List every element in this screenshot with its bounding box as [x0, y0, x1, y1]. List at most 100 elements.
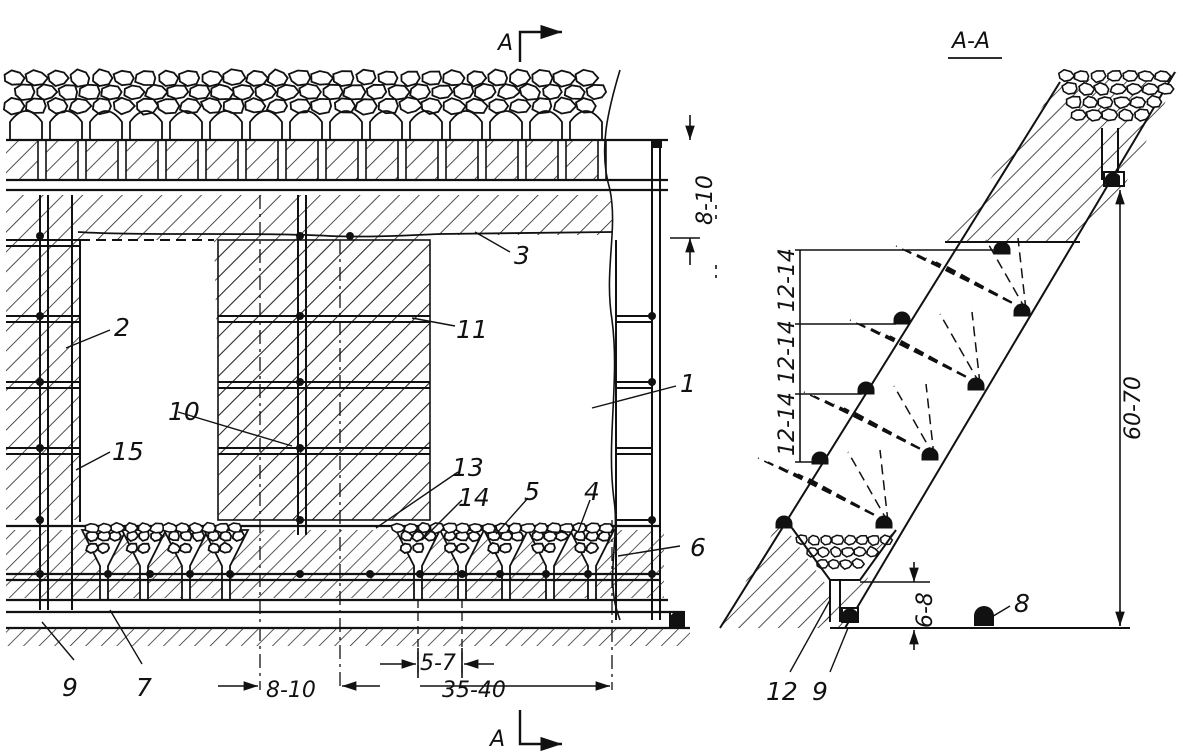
rock-fragment: [400, 70, 421, 88]
upper-raise: [317, 139, 327, 181]
rock-fragment: [531, 97, 553, 115]
section-ore-fragment: [879, 534, 894, 546]
upper-raise: [77, 139, 87, 181]
sublevel-drift-marker: [967, 377, 985, 391]
drift-arch: [9, 110, 43, 140]
blast-hole-line: [847, 451, 889, 523]
rock-fragment: [47, 69, 70, 87]
dimension-bottom: [218, 648, 610, 691]
upper-raise: [357, 139, 367, 181]
funnel-ore-fragment: [179, 542, 193, 554]
main-view: A A 8-10 8-10 35-40 5-7: [2, 24, 718, 752]
rock-fragment: [508, 98, 532, 114]
drift-arch: [529, 110, 563, 140]
label-11: 11: [456, 315, 488, 344]
blast-hole-marker: [542, 570, 550, 578]
funnel-ore-fragment: [85, 542, 100, 554]
broken-ore-pile: [84, 521, 615, 535]
rock-fragment: [310, 97, 333, 115]
rock-fragment: [354, 98, 378, 116]
section-rock-fragment: [1070, 109, 1088, 122]
section-label-8: 8: [1014, 589, 1030, 618]
drift-profile-right-top: [652, 140, 662, 148]
rock-fragment: [158, 69, 180, 87]
drift-arch: [329, 110, 363, 140]
blast-hole-marker: [296, 516, 304, 524]
footwall-hatch: [6, 628, 690, 646]
funnel-ore-fragment: [399, 542, 413, 554]
label-2: 2: [114, 313, 130, 342]
sublevel-drifts-center: [218, 195, 430, 535]
blast-hole-marker: [648, 312, 656, 320]
drift-arch: [49, 110, 83, 140]
broken-ore-fragment: [110, 521, 126, 534]
rock-fragment: [387, 84, 411, 101]
label-5: 5: [524, 477, 540, 506]
section-rock-top: [1057, 68, 1175, 122]
sublevel-drift-marker: [893, 311, 911, 325]
blast-hole-marker: [36, 312, 44, 320]
section-drift-8: [974, 606, 994, 626]
section-mark-bottom: A: [488, 710, 562, 752]
rock-fragment: [36, 83, 59, 102]
rock-fragment: [222, 68, 247, 86]
blast-hole-marker: [296, 312, 304, 320]
blast-hole-marker: [186, 570, 194, 578]
rock-fragment: [265, 98, 289, 115]
label-10: 10: [168, 397, 200, 426]
orebody-hatched-upper: [945, 72, 1180, 242]
section-rock-fragment: [1126, 82, 1144, 96]
section-ore-fragment: [806, 547, 819, 558]
blast-hole-marker: [648, 378, 656, 386]
rock-fragment: [201, 70, 224, 88]
broken-ore-fragment: [148, 522, 166, 534]
drift-arch: [169, 110, 203, 140]
section-haulage-drift-fill: [841, 608, 857, 622]
funnel-ore-fragment: [585, 541, 600, 555]
broken-ore-fragment: [124, 521, 139, 534]
rock-fragment: [13, 83, 36, 102]
dimension-right-height: [670, 115, 717, 278]
section-rock-fragment: [1090, 70, 1107, 84]
blast-hole-marker: [36, 444, 44, 452]
section-ore-fragment: [820, 534, 833, 546]
rock-fragment: [420, 97, 443, 115]
section-ore-fragment: [867, 535, 880, 547]
rock-fragment: [254, 82, 278, 102]
dimension-right-height-text: 8-10: [693, 175, 718, 225]
funnel-ore-fragment: [231, 529, 246, 542]
upper-raise: [397, 139, 407, 181]
blast-hole-marker: [458, 570, 466, 578]
broken-ore-fragment: [201, 521, 217, 534]
funnel-ore-fragment: [543, 530, 558, 543]
rock-fragment: [166, 84, 190, 100]
label-7: 7: [136, 673, 152, 702]
leader-lines: [41, 231, 681, 665]
section-label-12: 12: [766, 677, 798, 706]
blast-hole-line: [925, 383, 935, 457]
blast-hole-marker: [296, 378, 304, 386]
section-rock-fragment: [1078, 81, 1096, 96]
rock-fragment: [3, 69, 26, 86]
rock-fragment: [487, 68, 509, 87]
section-rock-fragment: [1061, 81, 1078, 95]
section-top-drift-fill: [1104, 172, 1120, 186]
rock-fragment: [156, 98, 181, 115]
section-rock-fragment: [1085, 109, 1104, 122]
broken-ore-fragment: [546, 522, 563, 534]
upper-raise: [477, 139, 487, 181]
broken-ore-fragment: [188, 522, 205, 534]
section-rock-fragment: [1154, 70, 1172, 83]
rock-fragment: [276, 83, 301, 102]
section-ore-fragment: [808, 534, 821, 546]
funnel-ore-fragment: [487, 541, 501, 555]
rock-fragment: [563, 84, 586, 100]
orebody-hatched-lower: [720, 520, 830, 628]
label-15: 15: [112, 437, 144, 466]
rock-fragment: [496, 83, 522, 101]
rock-fragment: [431, 84, 454, 100]
rock-fragment: [100, 84, 123, 101]
section-dimensions: [795, 190, 1125, 650]
dimension-chamber-width-text: 35-40: [442, 678, 506, 703]
